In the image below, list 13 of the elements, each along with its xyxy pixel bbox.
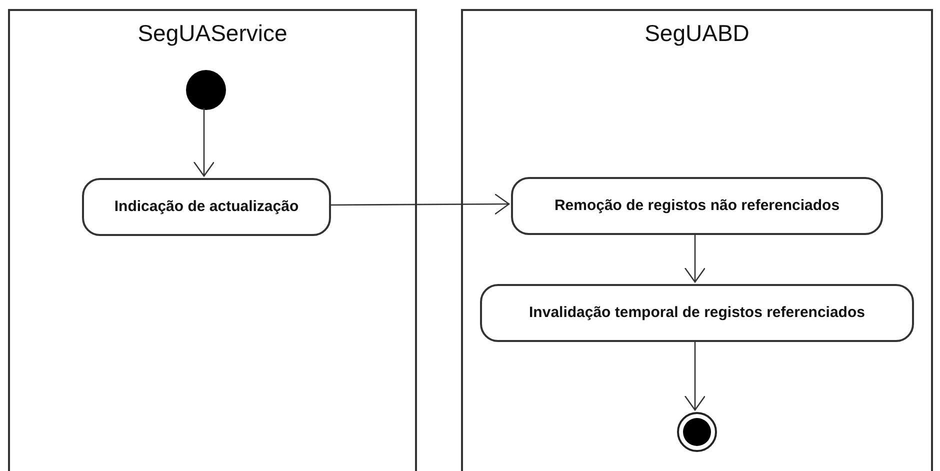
arrow [684,340,706,411]
swimlane [461,9,933,471]
action-box: Indicação de actualização [82,178,331,236]
final-node [677,412,717,452]
arrow [329,193,510,215]
action-box: Remoção de registos não referenciados [511,177,883,235]
initial-node [186,70,226,110]
arrow [193,108,215,177]
arrow [684,233,706,283]
lane-title: SegUABD [644,19,750,47]
lane-title: SegUAService [138,19,288,47]
action-box: Invalidação temporal de registos referenciados [480,284,914,342]
swimlane [8,9,417,471]
